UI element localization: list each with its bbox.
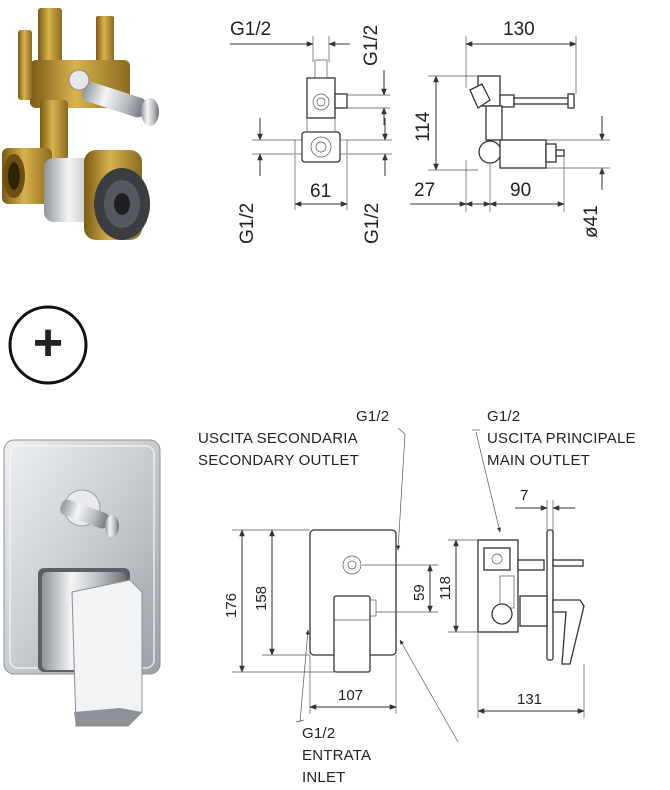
side-diameter-label: ø41 — [581, 205, 602, 238]
dim-side-diameter: ø41 — [546, 116, 610, 238]
dim-side-height: 114 — [413, 75, 478, 171]
top-side-view — [469, 75, 575, 169]
dim-front-bottom-left-thread: G1/2 — [237, 118, 295, 244]
bottom-side-view — [477, 529, 585, 665]
side-depth-label: 130 — [503, 19, 535, 40]
dim-front-top-thread: G1/2 — [230, 19, 350, 62]
inlet-thread: G1/2 — [302, 725, 335, 742]
front-right-thread-label: G1/2 — [361, 25, 382, 66]
dim-front-bottom-right-thread: G1/2 — [347, 118, 392, 244]
dim-plate-thickness: 7 — [515, 487, 575, 530]
dim-plate-width: 107 — [309, 655, 397, 714]
dim-front-width: 61 — [294, 155, 348, 210]
secondary-outlet-thread: G1/2 — [356, 408, 389, 425]
main-outlet-thread: G1/2 — [487, 408, 520, 425]
bottom-front-view — [309, 529, 397, 673]
side-offset-label: 27 — [414, 180, 435, 201]
main-outlet-label-it: USCITA PRINCIPALE — [487, 430, 636, 447]
dim-side-total-depth: 131 — [477, 632, 585, 718]
mixer-plate-photo — [3, 439, 161, 727]
dim-axis-height: 59 — [362, 564, 438, 613]
dim-plate-heights: 176 158 — [223, 529, 334, 673]
plate-thickness-label: 7 — [520, 487, 528, 504]
plate-height-outer-label: 176 — [223, 593, 240, 618]
secondary-outlet-callout: G1/2 USCITA SECONDARIA SECONDARY OUTLET — [198, 408, 406, 551]
dim-front-right-thread: G1/2 — [347, 25, 390, 125]
front-bottom-right-thread-label: G1/2 — [362, 203, 383, 244]
plus-icon: + — [8, 305, 88, 385]
dim-side-depth: 130 — [465, 19, 577, 94]
main-outlet-label-en: MAIN OUTLET — [487, 452, 590, 469]
front-bottom-left-thread-label: G1/2 — [237, 203, 258, 244]
inlet-callout: G1/2 ENTRATA INLET — [295, 629, 459, 786]
front-top-thread-label: G1/2 — [230, 19, 271, 40]
dim-side-offset: 27 90 — [410, 156, 565, 212]
plate-height-label: 158 — [253, 586, 270, 611]
concealed-body-photo — [2, 8, 159, 240]
axis-height-label: 59 — [411, 584, 428, 601]
inlet-label-en: INLET — [302, 769, 346, 786]
front-width-label: 61 — [310, 181, 331, 202]
dim-side-body-height: 118 — [437, 539, 478, 633]
inlet-label-it: ENTRATA — [302, 747, 371, 764]
secondary-outlet-label-en: SECONDARY OUTLET — [198, 452, 359, 469]
side-body-depth-label: 90 — [510, 180, 531, 201]
side-body-height-label: 118 — [437, 576, 454, 600]
side-total-depth-label: 131 — [517, 691, 542, 708]
plus-symbol: + — [33, 314, 63, 372]
main-outlet-callout: G1/2 USCITA PRINCIPALE MAIN OUTLET — [472, 408, 636, 533]
secondary-outlet-label-it: USCITA SECONDARIA — [198, 430, 358, 447]
plate-width-label: 107 — [338, 687, 363, 704]
side-height-label: 114 — [413, 111, 434, 142]
top-front-view — [294, 59, 348, 163]
